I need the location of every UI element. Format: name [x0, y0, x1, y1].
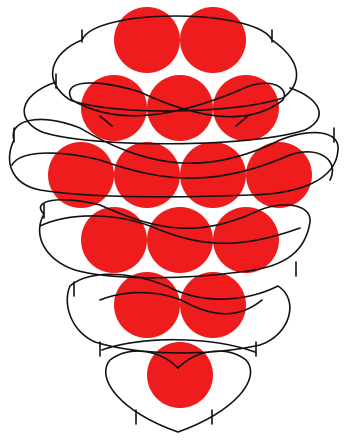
bead-row-4-3	[213, 207, 279, 273]
beads-layer	[48, 7, 312, 408]
bead-row-4-2	[147, 207, 213, 273]
bead-row-3-2	[114, 142, 180, 208]
bead-row-5-1	[114, 272, 180, 338]
bead-row-3-1	[48, 142, 114, 208]
bead-row-3-3	[180, 142, 246, 208]
